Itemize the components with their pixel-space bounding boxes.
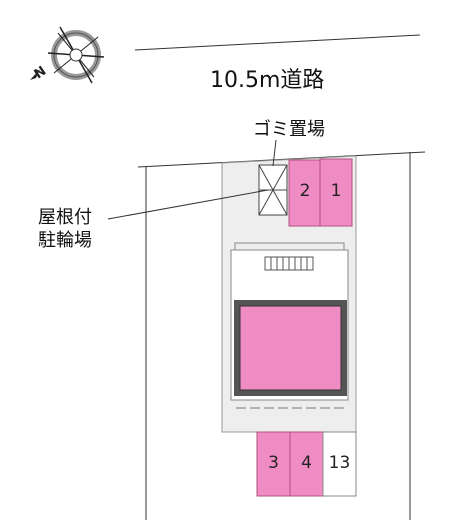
bicycle-parking-label-line2: 駐輪場 xyxy=(38,230,92,251)
parking-number-1: 1 xyxy=(330,181,342,201)
road-edge-line xyxy=(134,34,421,51)
building-main-inner xyxy=(239,305,342,391)
svg-text:N: N xyxy=(32,64,50,83)
road-label: 10.5m道路 xyxy=(210,68,325,93)
garbage-leader-line xyxy=(272,139,277,167)
parking-space-4 xyxy=(289,431,324,497)
parking-number-2: 2 xyxy=(299,181,311,201)
stairs-icon xyxy=(264,256,314,271)
parking-space-13 xyxy=(322,431,357,497)
parking-number-13: 13 xyxy=(328,453,351,473)
bicycle-parking-label-line1: 屋根付 xyxy=(38,207,92,228)
compass-north-icon: N xyxy=(30,26,105,84)
parking-number-3: 3 xyxy=(268,453,279,473)
bike-leader-line xyxy=(107,189,269,220)
bicycle-parking-icon xyxy=(258,164,288,216)
garbage-area-label: ゴミ置場 xyxy=(253,119,325,140)
parking-number-4: 4 xyxy=(301,453,312,473)
parking-space-1 xyxy=(319,158,353,227)
